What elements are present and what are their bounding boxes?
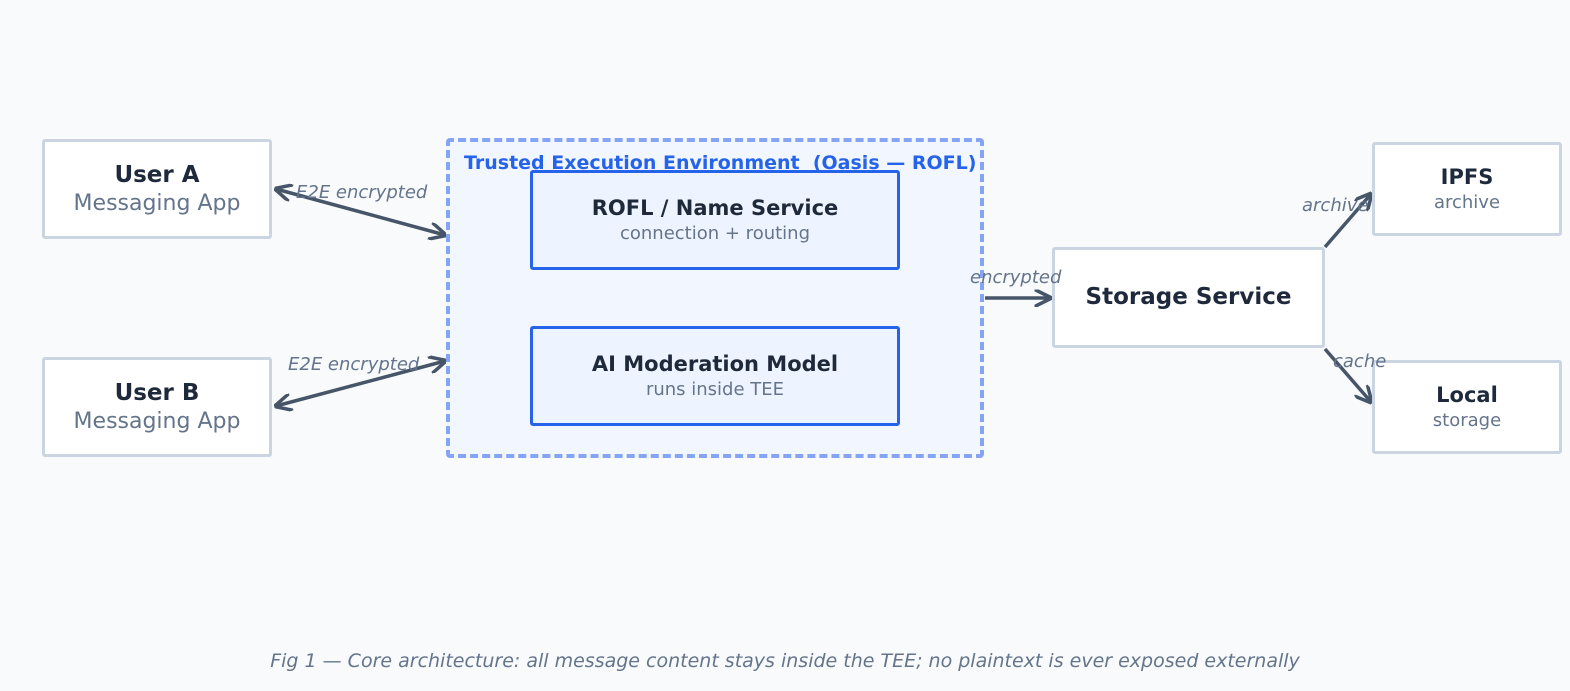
- edge-label-cache: cache: [1333, 351, 1387, 372]
- ai-model-title: AI Moderation Model: [591, 351, 839, 376]
- local-title: Local: [1436, 382, 1498, 407]
- rofl-title: ROFL / Name Service: [591, 195, 839, 220]
- ipfs-title: IPFS: [1440, 164, 1494, 189]
- figure-caption: Fig 1 — Core architecture: all message c…: [270, 650, 1300, 672]
- storage-title: Storage Service: [1085, 284, 1292, 311]
- ipfs-node: IPFS archive: [1372, 142, 1562, 236]
- user-b-node: User B Messaging App: [42, 357, 272, 457]
- user-a-subtitle: Messaging App: [73, 190, 241, 216]
- rofl-name-service-node: ROFL / Name Service connection + routing: [530, 170, 900, 270]
- ipfs-subtitle: archive: [1433, 192, 1501, 214]
- arrow-storage-ipfs: [1323, 194, 1371, 249]
- edge-label-tee-storage: encrypted: [970, 267, 1062, 288]
- storage-service-node: Storage Service: [1052, 247, 1325, 348]
- arrow-user-b-tee: [276, 361, 445, 406]
- edge-label-user-a: E2E encrypted: [296, 182, 428, 203]
- ai-moderation-node: AI Moderation Model runs inside TEE: [530, 326, 900, 426]
- user-a-title: User A: [114, 161, 200, 188]
- edge-label-archive: archive: [1302, 195, 1369, 216]
- edge-label-user-b: E2E encrypted: [288, 354, 420, 375]
- user-b-subtitle: Messaging App: [73, 408, 241, 434]
- arrow-storage-local: [1323, 347, 1371, 402]
- local-storage-node: Local storage: [1372, 360, 1562, 454]
- user-b-title: User B: [114, 379, 200, 406]
- rofl-subtitle: connection + routing: [619, 223, 811, 245]
- ai-model-subtitle: runs inside TEE: [645, 379, 785, 401]
- arrow-user-a-tee: [276, 189, 445, 235]
- tee-title: Trusted Execution Environment (Oasis — R…: [464, 152, 977, 174]
- user-a-node: User A Messaging App: [42, 139, 272, 239]
- local-subtitle: storage: [1432, 410, 1502, 432]
